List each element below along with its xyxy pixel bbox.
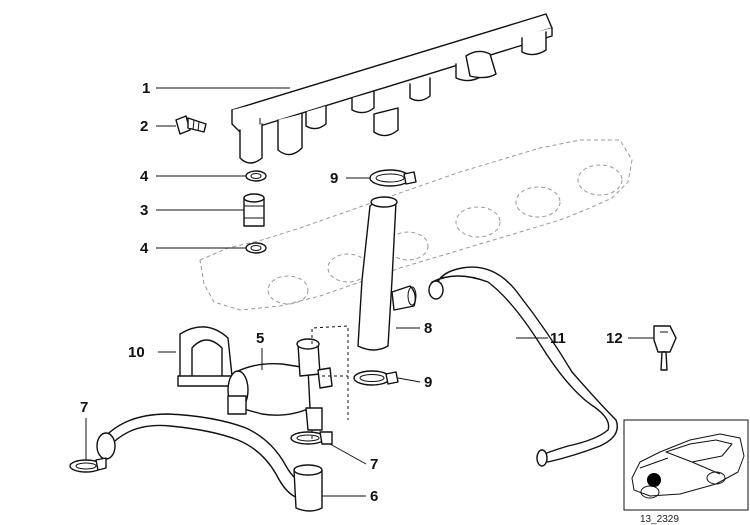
callout-12: 12 [606,330,623,347]
callout-8: 8 [424,320,432,337]
idle-control-valve [227,338,333,431]
screw [175,115,207,135]
callout-3: 3 [140,202,148,219]
connector-piece [243,193,265,227]
callout-4-upper: 4 [140,168,149,185]
callout-2: 2 [140,118,148,135]
car-location-icon [631,433,745,499]
reference-code: 13_2329 [640,514,679,525]
callout-6: 6 [370,488,378,505]
hose-clamp-left [69,457,107,473]
intake-manifold-ghost [199,139,633,311]
callout-7-right: 7 [370,456,378,473]
callout-4-lower: 4 [140,240,149,257]
formed-hose [96,413,323,512]
hose-clamp-bottom [290,431,333,445]
long-hose [428,266,618,467]
hose-clamp-upper [369,169,417,187]
callout-5: 5 [256,330,264,347]
bracket [177,326,237,387]
leader-lines [85,87,654,497]
seal-ring-upper [245,170,267,182]
hose-clamp-lower [353,370,399,386]
callout-1: 1 [142,80,150,97]
callout-10: 10 [128,344,145,361]
fuel-rail [231,13,553,164]
callout-7-left: 7 [80,399,88,416]
seal-ring-lower [245,242,267,254]
location-marker-dot [647,473,661,487]
locator-inset: 13_2329 [623,419,749,525]
callout-9-upper: 9 [330,170,338,187]
callout-11: 11 [550,330,566,347]
clip [653,325,677,371]
t-pipe [357,196,417,351]
callout-9-lower: 9 [424,374,432,391]
assembly-lines [311,325,349,440]
callout-labels: 1 2 4 3 4 9 10 5 8 11 12 9 7 7 6 [80,80,623,505]
